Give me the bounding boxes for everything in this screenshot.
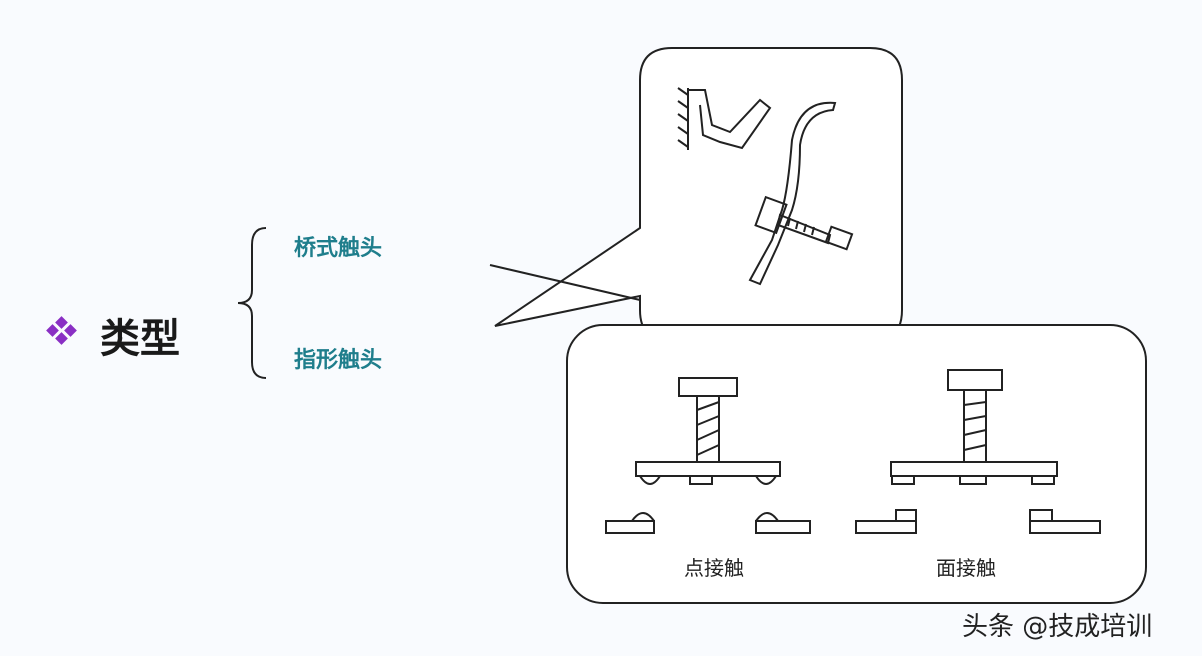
diamond-bullet-icon [46, 316, 77, 345]
bridge-contact-panel [566, 324, 1147, 604]
watermark: 头条 @技成培训 [962, 612, 1153, 642]
finger-contact-callout [489, 47, 903, 343]
page-title: 类型 [100, 316, 180, 362]
branch-bridge-contact: 桥式触头 [294, 236, 383, 261]
brace [237, 227, 267, 379]
branch-finger-contact: 指形触头 [294, 348, 383, 373]
label-face-contact: 面接触 [936, 556, 996, 580]
label-point-contact: 点接触 [684, 556, 744, 580]
